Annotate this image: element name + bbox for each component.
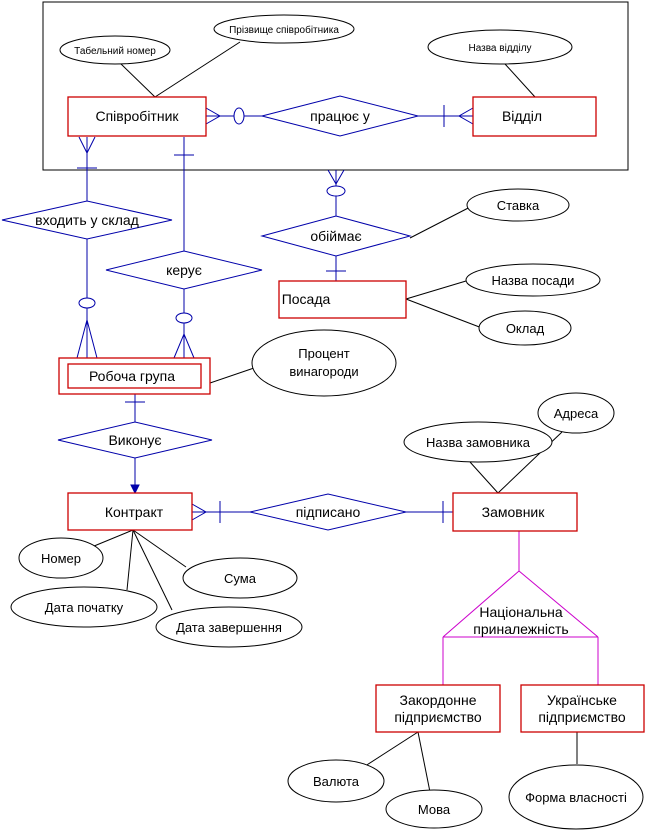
entity-contract: Контракт: [67, 492, 193, 531]
relationship-links: [76, 105, 474, 523]
attribute-start-date: Дата початку: [10, 586, 158, 628]
relationship-label: входить у склад: [35, 212, 139, 228]
attribute-ownership-form: Форма власності: [508, 764, 644, 830]
entity-department: Відділ: [472, 96, 597, 137]
attribute-employee-surname: Прізвище співробітника: [213, 14, 355, 44]
relationship-label: працює у: [310, 108, 370, 124]
entity-label-line2: підприємство: [538, 709, 626, 725]
relationship-part-of: входить у склад: [1, 200, 173, 240]
entity-label-line2: підприємство: [394, 709, 482, 725]
attribute-department-name: Назва відділу: [427, 29, 573, 65]
attribute-label: Сума: [224, 571, 257, 586]
entity-foreign-enterprise: Закордонне підприємство: [375, 684, 501, 733]
entity-label: Співробітник: [95, 108, 179, 124]
relationship-signed: підписано: [249, 493, 407, 531]
attribute-amount: Сума: [182, 557, 298, 599]
entity-customer: Замовник: [452, 492, 578, 532]
relationship-label: Виконує: [108, 432, 161, 448]
relationship-label: обіймає: [310, 228, 361, 244]
entity-ukrainian-enterprise: Українське підприємство: [520, 684, 645, 733]
relationship-holds: обіймає: [260, 215, 412, 257]
attribute-label: Назва замовника: [426, 435, 531, 450]
relationship-label: підписано: [296, 504, 361, 520]
specialization-links: [442, 531, 599, 685]
specialization-label-line2: приналежність: [473, 621, 568, 637]
attribute-label: Дата початку: [45, 600, 124, 615]
attribute-language: Мова: [385, 789, 483, 829]
attribute-personnel-number: Табельний номер: [59, 35, 171, 65]
entity-employee: Співробітник: [67, 96, 207, 137]
relationship-performs: Виконує: [57, 421, 213, 459]
attribute-label: Мова: [418, 802, 451, 817]
relationship-works-in: працює у: [261, 95, 419, 137]
entity-label: Посада: [282, 291, 331, 307]
entity-label: Відділ: [502, 108, 542, 124]
entity-label-line1: Українське: [547, 692, 617, 708]
attribute-label: Прізвище співробітника: [229, 24, 339, 36]
attribute-label-line2: винагороди: [289, 364, 358, 379]
attribute-currency: Валюта: [287, 759, 385, 803]
entity-work-group: Робоча група: [58, 357, 211, 395]
attribute-bonus-percent: Процент винагороди: [251, 329, 397, 397]
attribute-label: Оклад: [506, 321, 545, 336]
attribute-label: Ставка: [497, 198, 540, 213]
attribute-label-line1: Процент: [298, 346, 350, 361]
attribute-address: Адреса: [537, 392, 615, 434]
entity-label: Робоча група: [89, 368, 175, 384]
attribute-label: Назва відділу: [468, 43, 531, 54]
specialization-nationality: Національна приналежність: [473, 604, 568, 637]
attribute-customer-name: Назва замовника: [403, 421, 553, 463]
attribute-label: Табельний номер: [74, 45, 156, 57]
attribute-number: Номер: [18, 537, 104, 579]
attribute-label: Дата завершення: [176, 620, 282, 635]
attribute-rate: Ставка: [466, 188, 570, 222]
entity-label: Контракт: [105, 504, 164, 520]
relationship-label: керує: [166, 262, 202, 278]
entity-label-line1: Закордонне: [400, 692, 477, 708]
attribute-label: Форма власності: [525, 790, 627, 805]
entity-position: Посада: [278, 280, 407, 319]
relationship-manages: керує: [105, 250, 263, 290]
attribute-position-name: Назва посади: [465, 263, 601, 297]
attribute-label: Назва посади: [492, 273, 575, 288]
attribute-end-date: Дата завершення: [155, 606, 303, 648]
attribute-links: [81, 41, 578, 793]
attribute-label: Валюта: [313, 774, 360, 789]
attribute-salary: Оклад: [478, 310, 572, 346]
attribute-label: Адреса: [554, 406, 599, 421]
entity-label: Замовник: [482, 504, 546, 520]
attribute-label: Номер: [41, 551, 81, 566]
specialization-label-line1: Національна: [479, 604, 563, 620]
